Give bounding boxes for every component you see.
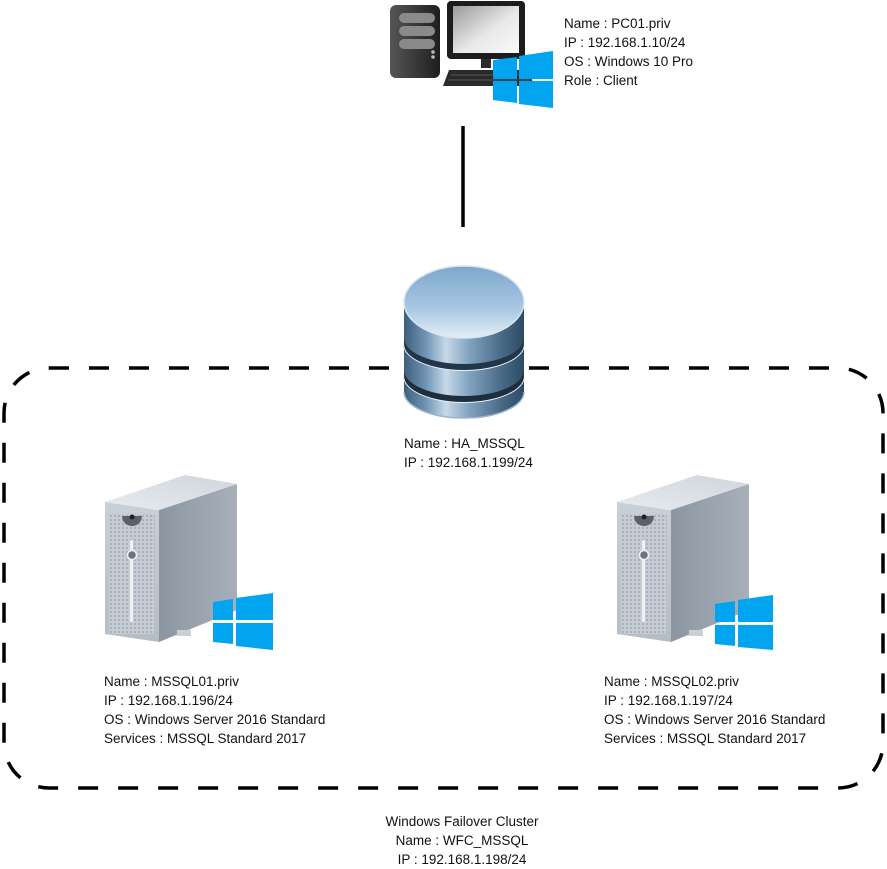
client-role: Role : Client [564, 73, 638, 88]
server-2-info: Name : MSSQL02.priv IP : 192.168.1.197/2… [604, 672, 825, 748]
cluster-ip: IP : 192.168.1.198/24 [397, 852, 527, 867]
client-node [387, 0, 557, 112]
windows-logo-icon [715, 595, 773, 650]
desktop-pc-windows-icon [390, 1, 553, 108]
server-1-os: OS : Windows Server 2016 Standard [104, 712, 326, 727]
windows-logo-icon [493, 51, 553, 108]
database-node [401, 264, 527, 424]
client-ip: IP : 192.168.1.10/24 [564, 35, 686, 50]
client-info: Name : PC01.priv IP : 192.168.1.10/24 OS… [564, 14, 693, 90]
cluster-info: Windows Failover Cluster Name : WFC_MSSQ… [312, 812, 612, 869]
server-1-name: Name : MSSQL01.priv [104, 674, 240, 689]
server-1-ip: IP : 192.168.1.196/24 [104, 693, 233, 708]
cluster-title: Windows Failover Cluster [385, 814, 539, 829]
server-1-services: Services : MSSQL Standard 2017 [104, 731, 307, 746]
server-2-services: Services : MSSQL Standard 2017 [604, 731, 807, 746]
database-icon [403, 265, 525, 419]
server-node-2 [617, 470, 787, 650]
client-name: Name : PC01.priv [564, 16, 671, 31]
server-2-ip: IP : 192.168.1.197/24 [604, 693, 733, 708]
database-info: Name : HA_MSSQL IP : 192.168.1.199/24 [404, 434, 533, 472]
server-tower-windows-icon [617, 475, 773, 650]
database-name: Name : HA_MSSQL [404, 436, 525, 451]
server-2-os: OS : Windows Server 2016 Standard [604, 712, 826, 727]
cluster-name: Name : WFC_MSSQL [395, 833, 529, 848]
server-2-name: Name : MSSQL02.priv [604, 674, 740, 689]
client-os: OS : Windows 10 Pro [564, 54, 694, 69]
database-ip: IP : 192.168.1.199/24 [404, 455, 533, 470]
server-tower-windows-icon [105, 475, 273, 650]
server-node-1 [105, 470, 275, 650]
server-1-info: Name : MSSQL01.priv IP : 192.168.1.196/2… [104, 672, 325, 748]
windows-logo-icon [213, 593, 273, 650]
